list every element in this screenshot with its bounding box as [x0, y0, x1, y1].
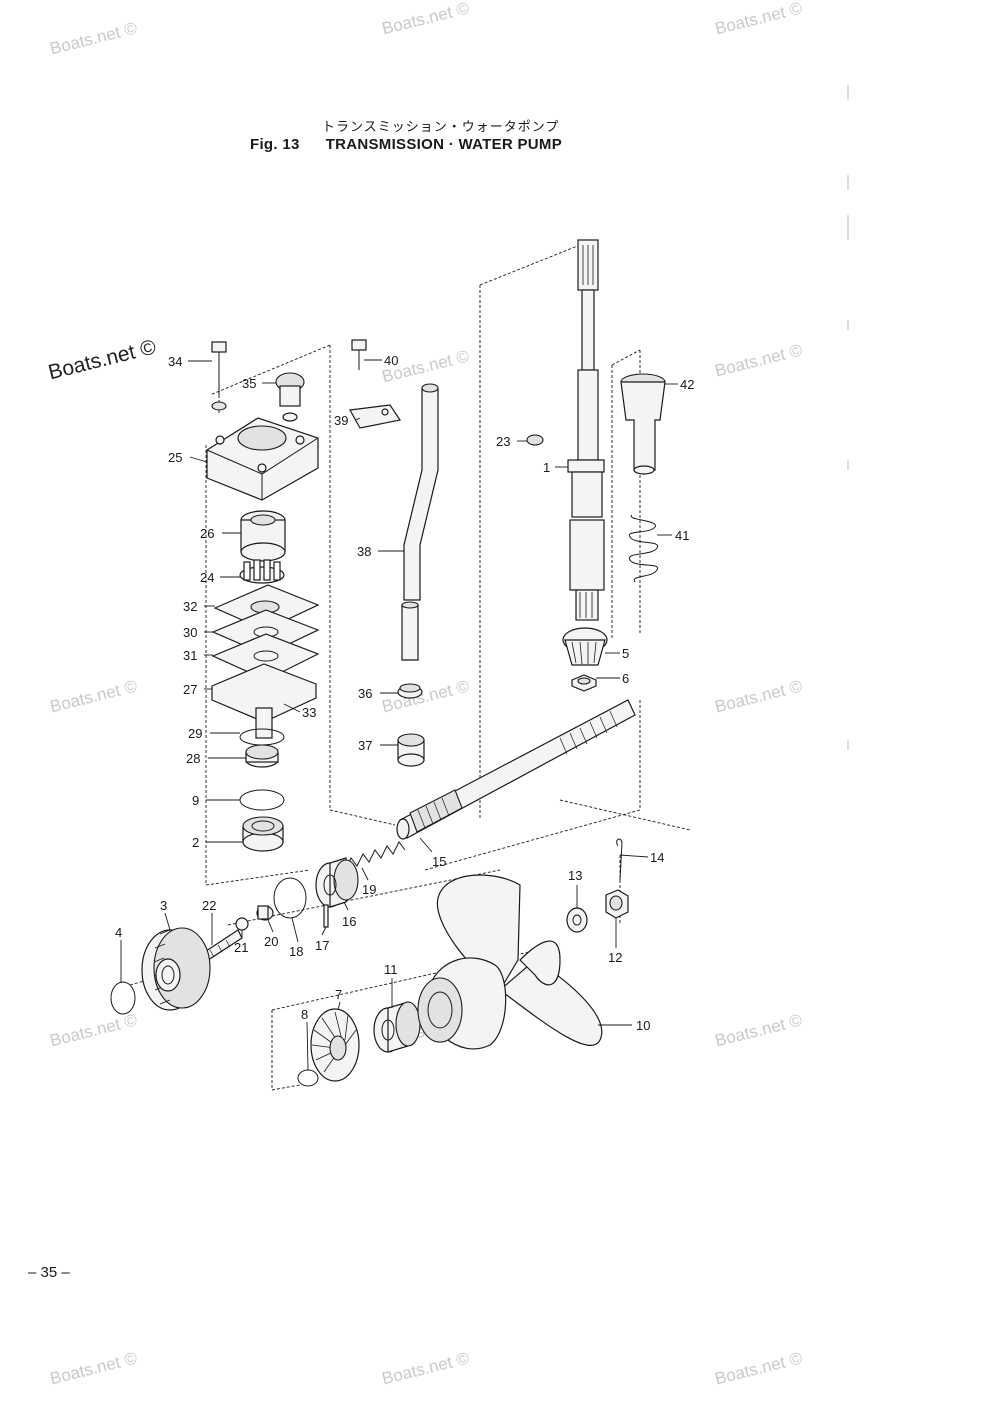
page-number: – 35 – [28, 1264, 70, 1281]
part-42-sleeve [620, 373, 666, 475]
callout-20: 20 [264, 934, 278, 949]
part-39-clamp [349, 404, 401, 429]
callout-9: 9 [192, 793, 199, 808]
part-25-pump-housing [206, 417, 319, 501]
part-26-cartridge [240, 510, 286, 562]
part-40-screw [351, 339, 367, 370]
part-17-pin [323, 904, 329, 928]
part-4-shim [110, 981, 136, 1015]
callout-17: 17 [315, 938, 329, 953]
assembly-frame-lines [129, 244, 691, 1091]
part-3-forward-gear [141, 927, 211, 1011]
callout-15: 15 [432, 854, 446, 869]
callout-24: 24 [200, 570, 214, 585]
part-16-clutch-dog [315, 857, 359, 908]
callout-27: 27 [183, 682, 197, 697]
figure-title-english: TRANSMISSION · WATER PUMP [325, 136, 563, 153]
part-15-propeller-shaft [396, 699, 636, 840]
part-32-plate [213, 584, 320, 631]
part-13-washer [566, 907, 588, 933]
part-23-key [526, 434, 544, 446]
figure-title-japanese: トランスミッション・ウォータポンプ [322, 120, 560, 135]
callout-35: 35 [242, 376, 256, 391]
part-19-spring [344, 841, 406, 871]
callout-26: 26 [200, 526, 214, 541]
part-14-cotter-pin [616, 838, 623, 881]
part-35-fitting [275, 372, 305, 422]
callout-37: 37 [358, 738, 372, 753]
part-36-grommet [397, 683, 423, 699]
callout-36: 36 [358, 686, 372, 701]
part-5-pinion-gear [562, 627, 608, 666]
part-12-nut [605, 889, 629, 919]
part-37-seal [397, 733, 425, 767]
part-20-pin [256, 905, 274, 921]
part-8-shim [297, 1069, 319, 1087]
callout-18: 18 [289, 944, 303, 959]
callout-23: 23 [496, 434, 510, 449]
part-38-water-tube [401, 383, 439, 661]
callout-6: 6 [622, 671, 629, 686]
callout-5: 5 [622, 646, 629, 661]
callout-33: 33 [302, 705, 316, 720]
callout-41: 41 [675, 528, 689, 543]
part-10-propeller [417, 874, 603, 1050]
part-callouts: 34 35 40 39 42 23 1 25 26 38 41 24 32 30… [115, 353, 694, 1033]
callout-31: 31 [183, 648, 197, 663]
callout-21: 21 [234, 940, 248, 955]
callout-19: 19 [362, 882, 376, 897]
callout-10: 10 [636, 1018, 650, 1033]
callout-1: 1 [543, 460, 550, 475]
callout-32: 32 [183, 599, 197, 614]
callout-28: 28 [186, 751, 200, 766]
leader-lines [120, 359, 678, 1071]
callout-2: 2 [192, 835, 199, 850]
part-24-impeller [239, 559, 285, 584]
callout-13: 13 [568, 868, 582, 883]
part-41-spring [628, 514, 658, 583]
callout-30: 30 [183, 625, 197, 640]
callout-14: 14 [650, 850, 664, 865]
part-2-bearing [242, 816, 284, 852]
callout-4: 4 [115, 925, 122, 940]
callout-7: 7 [335, 987, 342, 1002]
part-34-bolt [211, 341, 227, 415]
callout-3: 3 [160, 898, 167, 913]
callout-8: 8 [301, 1007, 308, 1022]
figure-title: Fig. 13 TRANSMISSION · WATER PUMP [250, 136, 562, 153]
part-1-drive-shaft [567, 239, 605, 621]
callout-40: 40 [384, 353, 398, 368]
callout-39: 39 [334, 413, 348, 428]
callout-25: 25 [168, 450, 182, 465]
part-6-nut [571, 674, 597, 692]
part-27-pump-base [211, 663, 317, 739]
callout-16: 16 [342, 914, 356, 929]
part-21-ball [235, 917, 249, 931]
part-7-reverse-gear [310, 1008, 360, 1082]
callout-38: 38 [357, 544, 371, 559]
callout-29: 29 [188, 726, 202, 741]
part-9-ring [239, 789, 285, 811]
callout-34: 34 [168, 354, 182, 369]
part-28-seal [245, 744, 279, 768]
callout-42: 42 [680, 377, 694, 392]
callout-22: 22 [202, 898, 216, 913]
figure-number: Fig. 13 [250, 136, 300, 153]
callout-11: 11 [384, 962, 398, 977]
callout-12: 12 [608, 950, 622, 965]
part-18-ring [273, 877, 307, 919]
part-11-bushing [373, 1001, 421, 1053]
